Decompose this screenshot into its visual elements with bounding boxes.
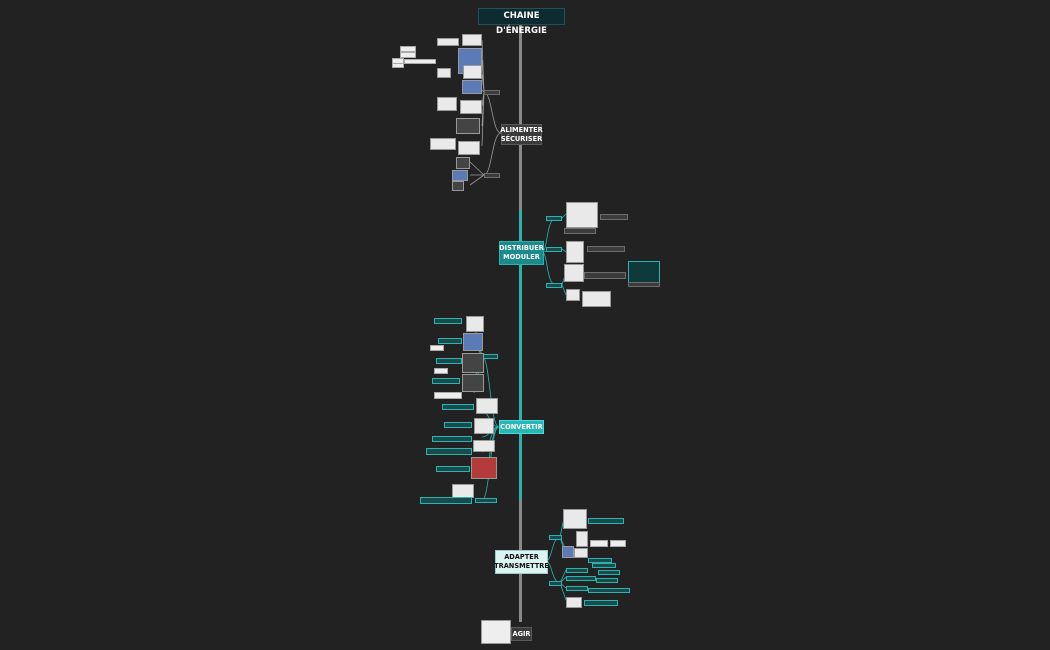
branch-node-label: SÉCURISER: [500, 134, 543, 143]
component-image: [452, 181, 464, 191]
branch-node-label: ALIMENTER: [500, 125, 543, 134]
sub-branch-node[interactable]: [546, 216, 562, 221]
component-image: [566, 597, 582, 608]
component-image: [628, 261, 660, 283]
note-card[interactable]: [442, 404, 474, 410]
component-image: [563, 509, 587, 529]
component-image: [462, 374, 484, 392]
component-image: [437, 68, 451, 78]
branch-node-label: CONVERTIR: [500, 422, 543, 431]
component-image: [566, 202, 598, 228]
note-card[interactable]: [430, 345, 444, 351]
component-image: [430, 138, 456, 150]
component-image: [462, 34, 482, 46]
component-image: [462, 80, 482, 94]
component-image: [574, 548, 588, 558]
note-card[interactable]: [444, 422, 472, 428]
note-card[interactable]: [564, 228, 596, 234]
component-image: [566, 241, 584, 263]
note-card[interactable]: [400, 52, 416, 58]
branch-node-convertir[interactable]: CONVERTIR: [499, 420, 544, 434]
central-spine-teal-segment: [519, 210, 522, 500]
note-card[interactable]: [438, 338, 462, 344]
branch-node-label: ADAPTER: [504, 553, 539, 561]
sub-branch-node[interactable]: [484, 90, 500, 95]
note-card[interactable]: [596, 578, 618, 583]
component-image: [463, 333, 483, 351]
component-image: [452, 484, 474, 498]
component-image: [452, 170, 468, 181]
note-card[interactable]: [592, 563, 616, 568]
component-image: [458, 141, 480, 155]
component-image: [437, 97, 457, 111]
note-card[interactable]: [610, 540, 626, 547]
component-image: [460, 100, 482, 114]
sub-branch-node[interactable]: [549, 535, 562, 540]
sub-branch-node[interactable]: [482, 354, 498, 359]
map-title[interactable]: CHAINE D'ÉNERGIE: [478, 8, 565, 36]
branch-node-label: TRANSMETTRE: [494, 562, 549, 570]
component-image: [466, 316, 484, 332]
note-card[interactable]: [426, 448, 472, 455]
component-image: [566, 289, 580, 301]
branch-node-label: MODULER: [503, 253, 540, 261]
note-card[interactable]: [434, 368, 448, 374]
note-card[interactable]: [420, 497, 472, 504]
sub-branch-node[interactable]: [546, 247, 562, 252]
branch-node-agir[interactable]: AGIR: [511, 627, 532, 641]
component-image: [476, 398, 498, 414]
note-card[interactable]: [404, 59, 436, 64]
branch-node-adapter[interactable]: ADAPTER TRANSMETTRE: [494, 550, 549, 574]
branch-node-label: DISTRIBUER: [499, 244, 544, 252]
note-card[interactable]: [587, 246, 625, 252]
note-card[interactable]: [588, 518, 624, 524]
note-card[interactable]: [436, 358, 462, 364]
note-card[interactable]: [584, 600, 618, 606]
note-card[interactable]: [584, 272, 626, 279]
sub-branch-node[interactable]: [484, 173, 500, 178]
note-card[interactable]: [588, 588, 630, 593]
note-card[interactable]: [434, 318, 462, 324]
component-image: [437, 38, 459, 46]
sub-branch-node[interactable]: [549, 581, 562, 586]
component-image: [582, 291, 611, 307]
component-image: [562, 546, 574, 558]
component-image: [462, 353, 484, 373]
note-card[interactable]: [432, 436, 472, 442]
note-card[interactable]: [566, 576, 596, 581]
branch-node-distribuer[interactable]: DISTRIBUER MODULER: [499, 241, 544, 265]
note-card[interactable]: [600, 214, 628, 220]
branch-node-alimenter[interactable]: ALIMENTER SÉCURISER: [500, 124, 543, 145]
component-image: [471, 457, 497, 479]
note-card[interactable]: [588, 558, 612, 563]
agir-actuator-list[interactable]: [481, 620, 511, 644]
branch-node-label: AGIR: [512, 629, 531, 638]
note-card[interactable]: [432, 378, 460, 384]
component-image: [564, 264, 584, 282]
note-card[interactable]: [566, 586, 588, 591]
note-card[interactable]: [590, 540, 608, 547]
note-card[interactable]: [392, 63, 404, 68]
note-card[interactable]: [400, 46, 416, 52]
component-image: [456, 118, 480, 134]
note-card[interactable]: [598, 570, 620, 575]
note-card[interactable]: [436, 466, 470, 472]
component-image: [456, 157, 470, 169]
note-card[interactable]: [434, 392, 462, 399]
note-card[interactable]: [566, 568, 588, 573]
component-image: [473, 440, 495, 452]
sub-branch-node[interactable]: [546, 283, 562, 288]
component-image: [474, 418, 494, 434]
sub-branch-node[interactable]: [475, 498, 497, 503]
note-card[interactable]: [628, 282, 660, 287]
component-image: [576, 531, 588, 547]
component-image: [463, 65, 482, 79]
